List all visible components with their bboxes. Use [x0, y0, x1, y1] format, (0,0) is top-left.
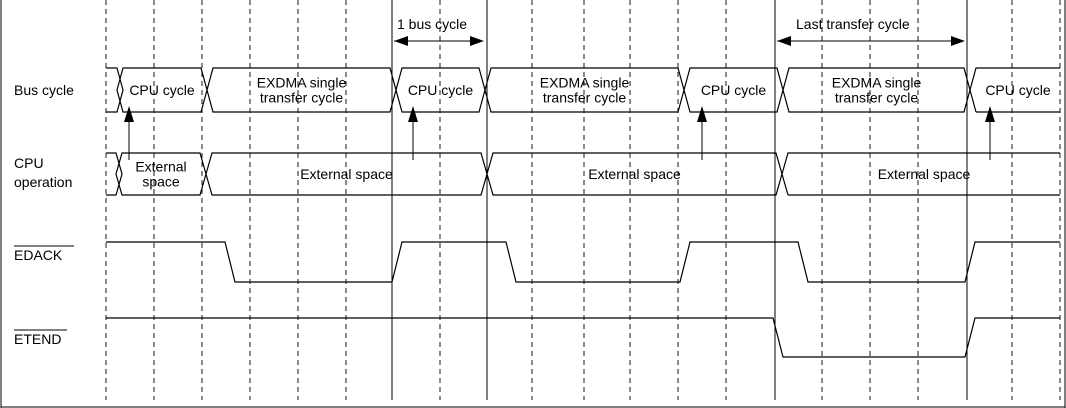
cpu-operation-segment-label: External space: [588, 166, 681, 182]
annotation-one-bus-cycle: 1 bus cycle: [394, 16, 484, 46]
cpu-operation-segment-label: External: [135, 159, 186, 175]
up-arrow-icon: [985, 106, 995, 122]
bus-cycle-segment-label: CPU cycle: [701, 82, 767, 98]
bus-cycle-segment-label: CPU cycle: [129, 82, 195, 98]
label-cpu-operation-line1: CPU: [14, 155, 44, 171]
cpu-operation-segment-label: space: [142, 174, 180, 190]
label-edack: EDACK: [14, 247, 63, 263]
bus-cycle-segment-label: CPU cycle: [985, 82, 1051, 98]
up-arrow-icon: [124, 106, 134, 122]
label-bus-cycle: Bus cycle: [14, 82, 74, 98]
bus-cycle-segment-outline: [969, 67, 1060, 113]
bus-cycle-segment-label: transfer cycle: [835, 90, 918, 106]
left-arrowhead-icon: [777, 36, 791, 46]
cpu-operation-start-edge: [106, 152, 123, 196]
cpu-operation-segment-outline: [781, 152, 1060, 196]
up-arrow-icon: [697, 106, 707, 122]
bus-cycle-segment-label: EXDMA single: [832, 75, 922, 91]
label-cpu-operation-line2: operation: [14, 174, 72, 190]
last-transfer-cycle-text: Last transfer cycle: [796, 16, 910, 32]
cpu-operation-segment-label: External space: [878, 166, 971, 182]
cycle-arrows: [124, 106, 995, 160]
clock-grid: [105, 0, 1061, 400]
bus-cycle-segment-label: CPU cycle: [408, 82, 474, 98]
bus-cycle-segment-label: EXDMA single: [257, 75, 347, 91]
bus-cycle-segment-label: EXDMA single: [540, 75, 630, 91]
edack-waveform: [106, 241, 1060, 283]
label-etend: ETEND: [14, 331, 61, 347]
one-bus-cycle-text: 1 bus cycle: [397, 16, 467, 32]
bus-cycle-top-edge: [106, 67, 124, 113]
etend-waveform: [106, 317, 1060, 358]
up-arrow-icon: [408, 106, 418, 122]
signal-labels: Bus cycle CPU operation EDACK ETEND: [14, 82, 74, 347]
bus-cycle-segment-label: transfer cycle: [260, 90, 343, 106]
right-arrowhead-icon: [951, 36, 965, 46]
bus-cycle-segment-label: transfer cycle: [543, 90, 626, 106]
cpu-operation-segment-label: External space: [300, 166, 393, 182]
right-arrowhead-icon: [470, 36, 484, 46]
annotation-last-transfer-cycle: Last transfer cycle: [777, 16, 965, 46]
left-arrowhead-icon: [394, 36, 408, 46]
